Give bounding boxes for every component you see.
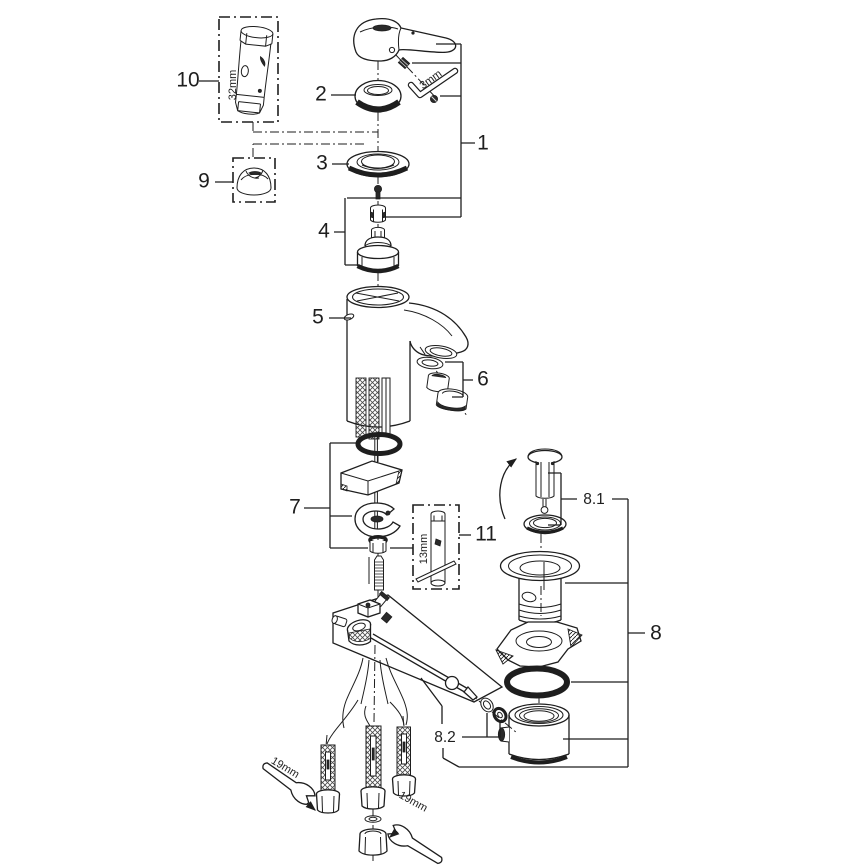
drain-saddle <box>495 621 583 668</box>
callout-8: 8 <box>650 622 662 645</box>
callout-3: 3 <box>316 152 328 175</box>
part-2-cap-ring <box>354 79 402 113</box>
drain-oring <box>504 665 570 699</box>
part-9-box <box>232 157 276 203</box>
lever-handle <box>353 17 457 62</box>
callout-10: 10 <box>176 69 199 92</box>
drain-body <box>499 550 581 625</box>
callout-lines <box>199 43 645 768</box>
part-11-socket-tool: 13mm <box>415 510 457 587</box>
washer <box>364 815 382 823</box>
hose-left <box>315 744 341 814</box>
part-7-mounting-set <box>340 432 403 591</box>
callout-8-2: 8.2 <box>434 729 456 746</box>
pivot-washers <box>480 697 508 724</box>
part-6-aerator-set <box>416 356 469 412</box>
callout-2: 2 <box>315 83 327 106</box>
rotation-arrow <box>499 458 518 520</box>
callout-4: 4 <box>318 220 330 243</box>
cartridge-screw <box>373 184 382 200</box>
handle-screw <box>429 95 438 104</box>
socket-32mm-label: 32mm <box>227 70 239 101</box>
grub-screw <box>397 56 411 70</box>
plate-bolt <box>380 611 393 624</box>
shank-and-hoses <box>315 657 417 856</box>
oring-top <box>355 432 403 456</box>
callout-9: 9 <box>198 170 210 193</box>
callout-labels: 1 2 3 4 5 6 7 8 8.1 8.2 9 10 11 <box>176 69 662 747</box>
callout-1: 1 <box>477 132 489 155</box>
callout-8-1: 8.1 <box>583 491 605 508</box>
part-11-box <box>412 504 460 590</box>
callout-6: 6 <box>477 368 489 391</box>
part-3-ring <box>346 150 410 178</box>
socket-13mm-label: 13mm <box>418 534 430 565</box>
callout-7: 7 <box>289 496 301 519</box>
hex-key: 3mm <box>407 67 459 99</box>
knurled-ring <box>346 619 372 646</box>
hose-right <box>391 726 417 797</box>
part-4-cartridge <box>356 226 400 274</box>
part-10-socket-tool: 32mm <box>227 25 274 115</box>
drain-seal-ring <box>523 514 567 535</box>
callout-5: 5 <box>312 306 324 329</box>
cartridge-hex-adapter <box>370 204 386 223</box>
mounting-nut <box>368 534 388 554</box>
hose-middle <box>358 725 388 856</box>
drain-plug <box>499 448 563 520</box>
plate-block <box>357 599 381 618</box>
bottom-nut <box>358 828 388 856</box>
plate-nozzle <box>331 615 348 628</box>
part-10-box <box>218 16 279 123</box>
hardware-plate <box>331 590 504 703</box>
part-9-adapter <box>236 167 272 196</box>
callout-11: 11 <box>475 523 497 546</box>
pivot-rod <box>370 633 478 701</box>
drain-trap-cup <box>497 703 570 765</box>
